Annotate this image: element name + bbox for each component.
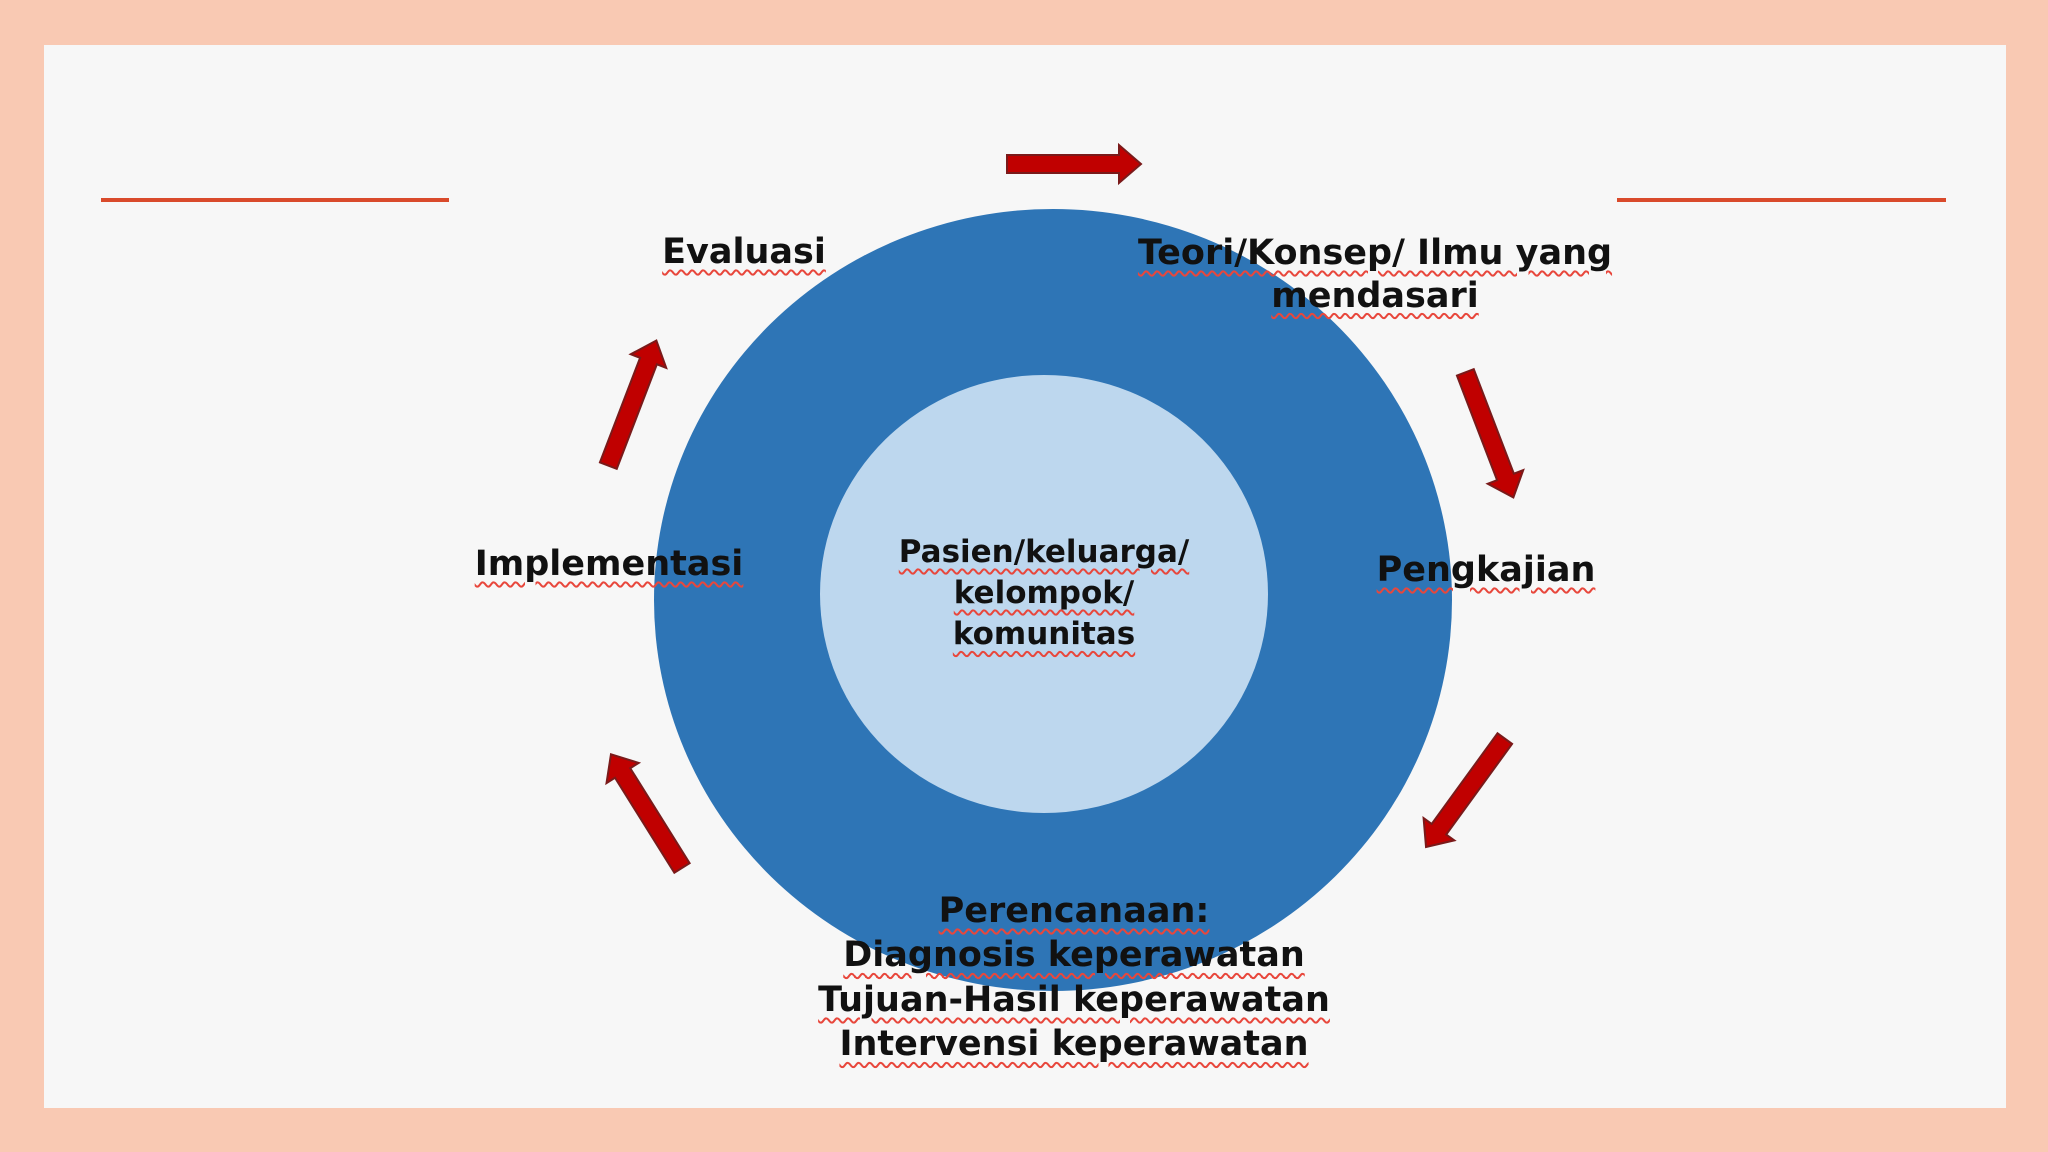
node-teori: Teori/Konsep/ Ilmu yang mendasari [1137, 233, 1613, 316]
arrow-right-icon [1006, 144, 1142, 184]
center-label: Pasien/keluarga/ kelompok/ komunitas [898, 534, 1190, 653]
node-pengkajian: Pengkajian [1376, 550, 1596, 590]
decorative-line-left [101, 198, 449, 202]
arrow-down-right-icon [1446, 364, 1533, 506]
inner-core-circle [820, 375, 1268, 813]
arrow-up-left-icon [593, 743, 700, 880]
node-implementasi: Implementasi [474, 544, 744, 584]
arrow-down-left-icon [1409, 726, 1522, 860]
node-perencanaan: Perencanaan: Diagnosis keperawatan Tujua… [818, 891, 1330, 1065]
arrow-up-right-icon [589, 332, 676, 474]
decorative-line-right [1617, 198, 1946, 202]
node-evaluasi: Evaluasi [662, 232, 826, 272]
